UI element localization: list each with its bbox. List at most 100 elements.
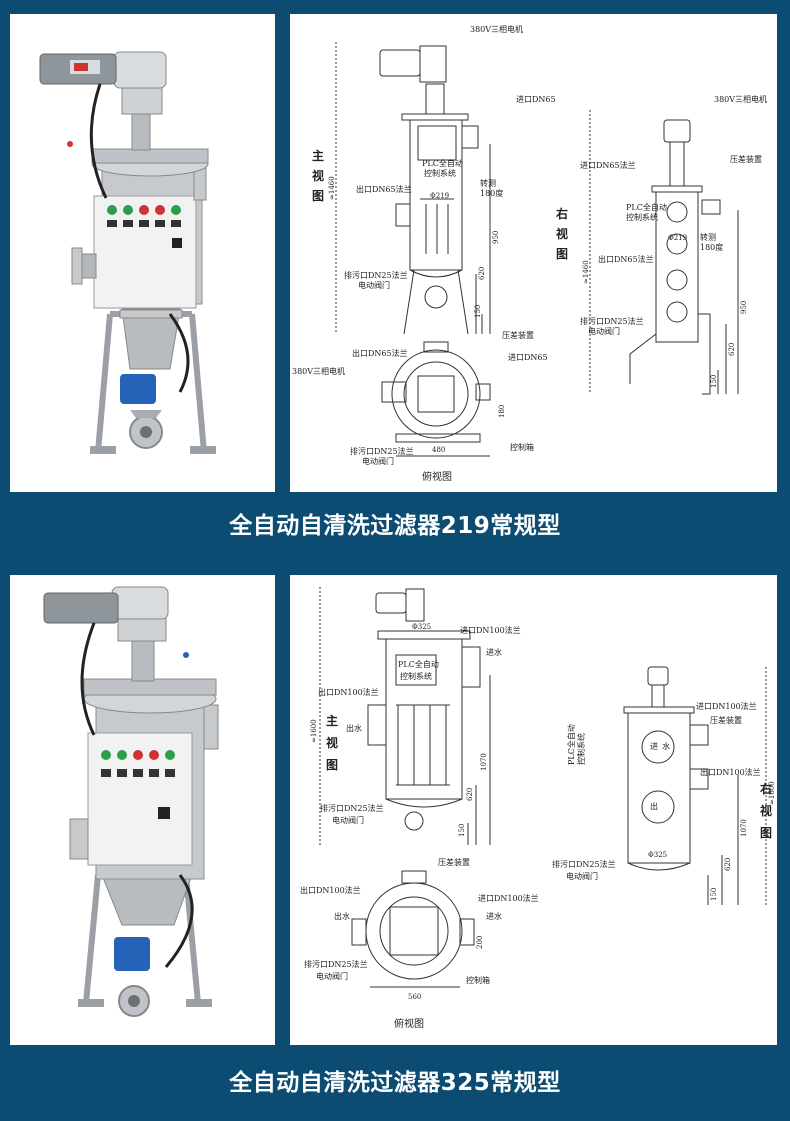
side-plc-2: 控制系统 [576, 733, 586, 765]
plc-label-2: 控制系统 [400, 671, 432, 681]
top-control-box-label: 控制箱 [510, 442, 534, 452]
dim-620: 620 [478, 267, 486, 280]
outlet-label: 出口DN65法兰 [356, 184, 412, 194]
side-view-char-3: 图 [760, 826, 772, 840]
side-view-char-1: 右 [555, 206, 568, 221]
top-depth: 180 [498, 405, 506, 418]
filter-219-photo [39, 51, 216, 454]
side-view-char-3: 图 [556, 247, 568, 261]
side-total-height: ≈1460 [582, 260, 590, 284]
top-motor-label: 380V三相电机 [292, 366, 345, 376]
dim-150: 150 [458, 824, 466, 837]
side-inlet-label: 进口DN100法兰 [696, 701, 757, 711]
top-view-title: 俯视图 [394, 1017, 424, 1030]
inlet-label: 进口DN65 [516, 95, 556, 104]
total-height: ≈1600 [310, 719, 318, 743]
side-dim-620: 620 [728, 343, 736, 356]
diameter-label: Φ219 [430, 192, 449, 200]
side-plc-1: PLC全自动 [626, 202, 667, 212]
top-pressure-label: 压差装置 [438, 857, 470, 867]
side-water-in: 进 [650, 742, 658, 751]
front-view-char-3: 图 [312, 189, 324, 203]
side-total-height: ≈1600 [768, 781, 776, 805]
drain-label-2: 电动阀门 [358, 280, 390, 290]
rotation-label-2: 180度 [480, 188, 503, 198]
side-dim-950: 950 [740, 301, 748, 314]
drawing-325-svg: 主 视 图 进口DN100法兰 进水 出口DN100法兰 出水 PLC全自动 控… [300, 587, 776, 1030]
side-diameter: Φ219 [668, 234, 687, 242]
front-view-char-3: 图 [326, 758, 338, 772]
drawing-219-svg: 主 视 图 380V三相电机 进口DN65 出口DN65法兰 PLC全自动 控制… [292, 24, 767, 483]
water-in-label: 进水 [486, 647, 502, 657]
side-drain-2: 电动阀门 [588, 326, 620, 336]
side-water: 水 [662, 741, 670, 751]
outlet-label: 出口DN100法兰 [318, 687, 379, 697]
drain-label-2: 电动阀门 [332, 815, 364, 825]
side-drain-1: 排污口DN25法兰 [552, 859, 616, 869]
side-dim-1070: 1070 [740, 819, 748, 837]
side-plc-2: 控制系统 [626, 212, 658, 222]
top-water-in: 进水 [486, 911, 502, 921]
diameter-label: Φ325 [412, 623, 431, 631]
side-inlet-label: 进口DN65法兰 [580, 160, 636, 170]
side-dim-150: 150 [710, 888, 718, 901]
side-motor-label: 380V三相电机 [714, 94, 767, 104]
side-pressure-label: 压差装置 [730, 154, 762, 164]
top-depth: 200 [476, 936, 484, 949]
top-width: 560 [408, 993, 421, 1001]
top-water-out: 出水 [334, 911, 350, 921]
inlet-label: 进口DN100法兰 [460, 625, 521, 635]
side-water-out: 出 [650, 801, 658, 811]
plc-label-1: PLC全自动 [398, 659, 439, 669]
top-inlet-label: 进口DN100法兰 [478, 893, 539, 903]
side-drain-1: 排污口DN25法兰 [580, 316, 644, 326]
product-photo-325 [10, 575, 275, 1045]
front-view-char-1: 主 [326, 713, 338, 728]
drawing-325: 主 视 图 进口DN100法兰 进水 出口DN100法兰 出水 PLC全自动 控… [290, 575, 777, 1045]
dim-1070: 1070 [480, 753, 488, 771]
side-view-char-2: 视 [556, 226, 568, 241]
caption-219: 全自动自清洗过滤器219常规型 [229, 513, 561, 539]
product-photo-219 [10, 14, 275, 492]
rotation-label-1: 转测 [480, 178, 496, 188]
top-width: 480 [432, 446, 445, 454]
side-outlet-label: 出口DN100法兰 [700, 767, 761, 777]
dim-620: 620 [466, 788, 474, 801]
water-out-label: 出水 [346, 723, 362, 733]
front-view-char-2: 视 [326, 735, 338, 750]
side-rotation-2: 180度 [700, 242, 723, 252]
side-view-char-1: 右 [759, 781, 772, 796]
side-drain-2: 电动阀门 [566, 871, 598, 881]
top-drain-label-2: 电动阀门 [362, 456, 394, 466]
total-height: ≈1460 [328, 176, 336, 200]
side-plc-1: PLC全自动 [566, 724, 576, 765]
drawing-219: 主 视 图 380V三相电机 进口DN65 出口DN65法兰 PLC全自动 控制… [290, 14, 777, 492]
side-diameter: Φ325 [648, 851, 667, 859]
side-outlet-label: 出口DN65法兰 [598, 254, 654, 264]
drain-label-1: 排污口DN25法兰 [344, 270, 408, 280]
top-drain-label-1: 排污口DN25法兰 [350, 446, 414, 456]
plc-label-1: PLC全自动 [422, 158, 463, 168]
top-inlet-label: 进口DN65 [508, 353, 548, 362]
side-pressure-label: 压差装置 [710, 715, 742, 725]
drain-label-1: 排污口DN25法兰 [320, 803, 384, 813]
top-drain-label-1: 排污口DN25法兰 [304, 959, 368, 969]
side-dim-620: 620 [724, 858, 732, 871]
dim-150: 150 [474, 305, 482, 318]
top-control-box-label: 控制箱 [466, 975, 490, 985]
top-drain-label-2: 电动阀门 [316, 971, 348, 981]
side-dim-150: 150 [710, 375, 718, 388]
plc-label-2: 控制系统 [424, 168, 456, 178]
dim-950: 950 [492, 231, 500, 244]
front-view-char-1: 主 [312, 148, 324, 163]
side-rotation-1: 转测 [700, 232, 716, 242]
top-pressure-label: 压差装置 [502, 330, 534, 340]
caption-325: 全自动自清洗过滤器325常规型 [229, 1070, 561, 1096]
front-view-char-2: 视 [312, 168, 324, 183]
top-outlet-label: 出口DN65法兰 [352, 348, 408, 358]
top-outlet-label: 出口DN100法兰 [300, 885, 361, 895]
filter-325-photo [43, 586, 219, 1017]
side-view-char-2: 视 [760, 803, 772, 818]
top-view-title: 俯视图 [422, 470, 452, 483]
motor-label: 380V三相电机 [470, 24, 523, 34]
